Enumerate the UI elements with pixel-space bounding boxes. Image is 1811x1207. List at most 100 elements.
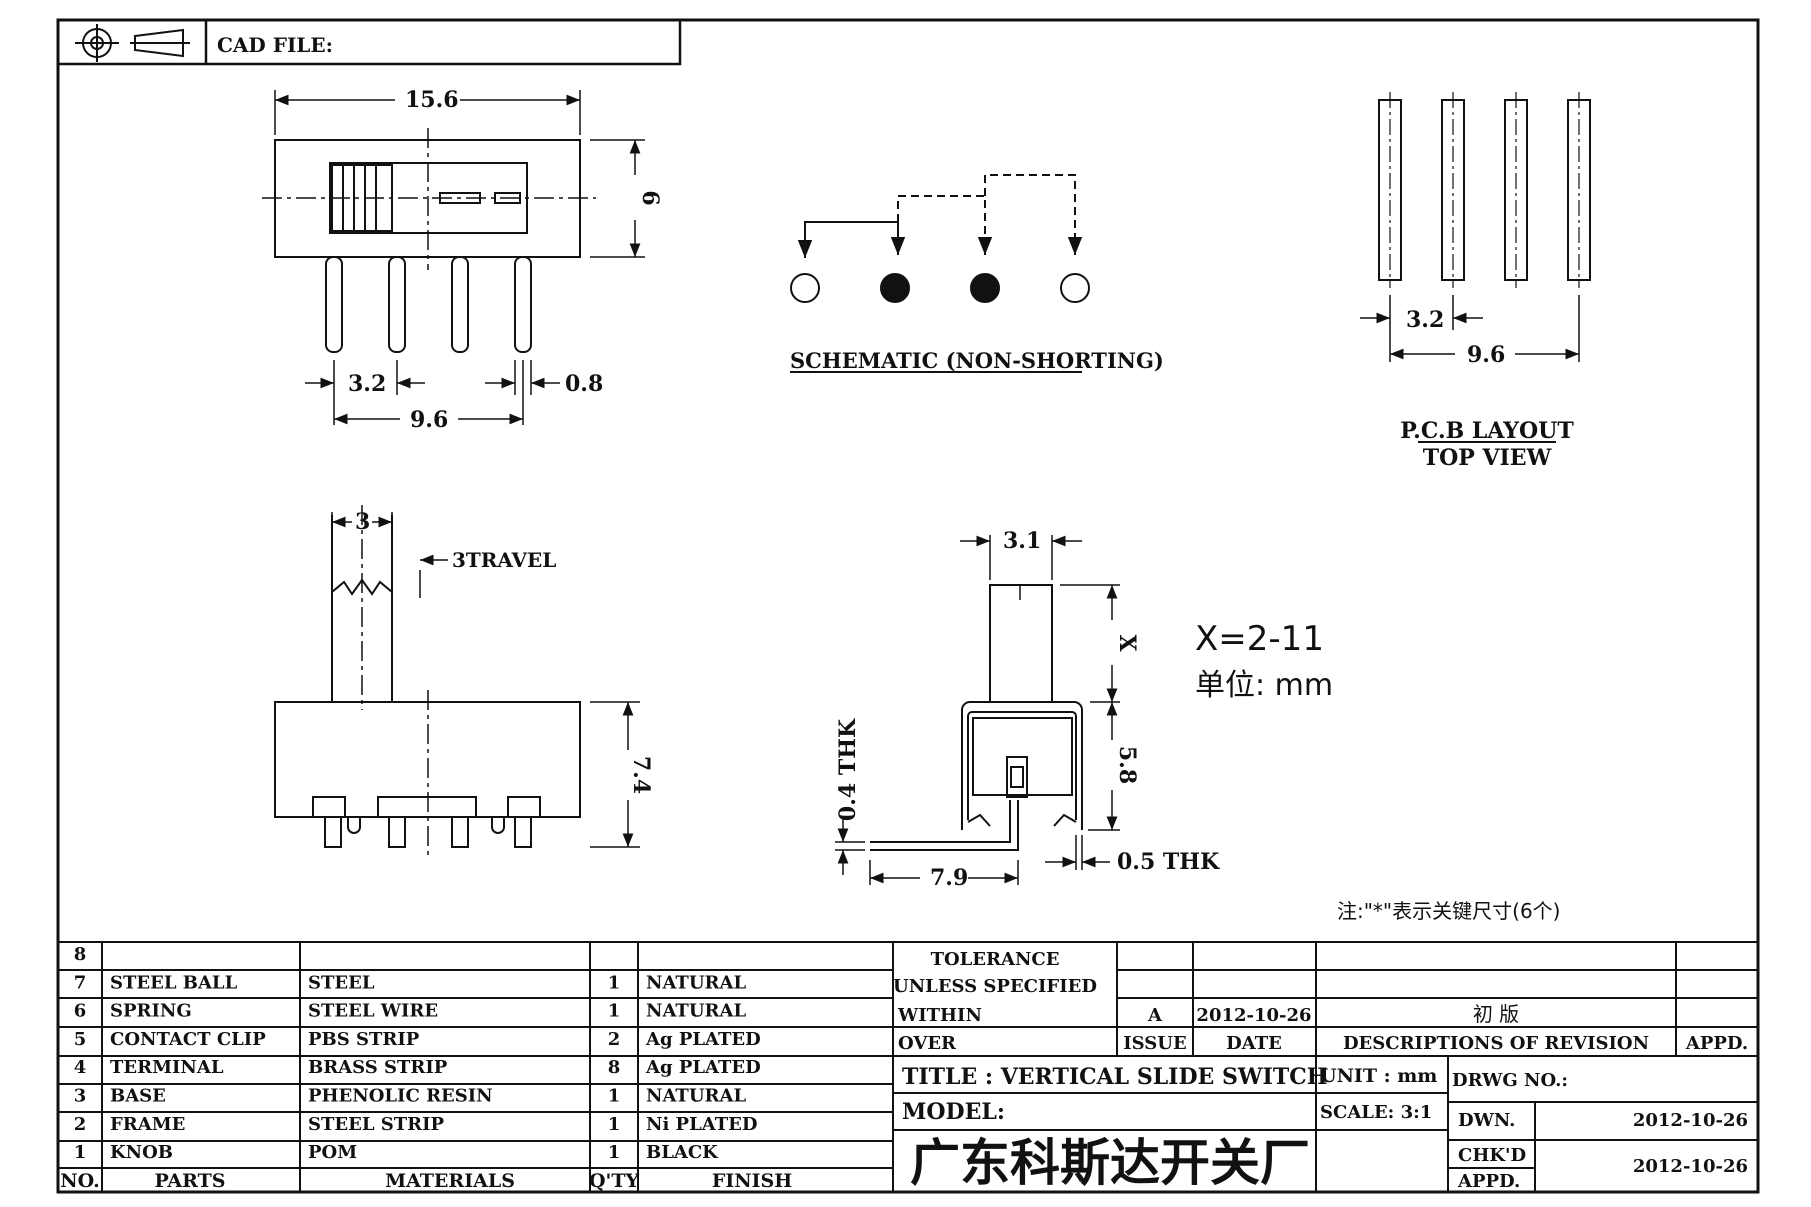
bom-cell-no: 3: [74, 1086, 87, 1107]
x-range-note: X=2-11: [1195, 619, 1324, 659]
dwn-label: DWN.: [1458, 1110, 1515, 1131]
bom-cell-qty: 1: [608, 972, 621, 993]
pcb-dim-pitch-label: 3.2: [1406, 307, 1444, 333]
end-dim-leg-label: 7.9: [930, 865, 968, 891]
bom-cell-qty: 2: [608, 1029, 621, 1050]
bom-cell-finish: BLACK: [646, 1142, 719, 1163]
drawing-title: TITLE : VERTICAL SLIDE SWITCH: [902, 1064, 1328, 1090]
dim-height-label: 6: [637, 190, 663, 205]
dim-span-label: 9.6: [410, 407, 448, 433]
bom-cell-no: 2: [74, 1114, 87, 1135]
bom-cell-finish: Ag PLATED: [645, 1057, 761, 1078]
bom-header-no: NO.: [60, 1170, 99, 1192]
issue-label: ISSUE: [1123, 1033, 1186, 1054]
cad-file-label: CAD FILE:: [217, 33, 333, 57]
model-label: MODEL:: [902, 1099, 1005, 1125]
bom-cell-part: CONTACT CLIP: [110, 1029, 266, 1050]
bom-header-qty: Q'TY: [589, 1170, 640, 1192]
bom-cell-qty: 8: [608, 1057, 621, 1078]
end-dim-x-label: X: [1114, 634, 1140, 652]
dwn-date: 2012-10-26: [1633, 1110, 1748, 1131]
bom-table: [58, 941, 1758, 1192]
end-view: [835, 535, 1120, 885]
bom-header-parts: PARTS: [155, 1170, 226, 1192]
table-row: 3 BASE PHENOLIC RESIN 1 NATURAL: [74, 1086, 747, 1107]
company-name: 广东科斯达开关厂: [910, 1134, 1310, 1192]
unit-field: UNIT : mm: [1320, 1065, 1437, 1087]
end-dim-thk04-label: 0.4 THK: [835, 718, 861, 821]
bom-cell-part: STEEL BALL: [110, 972, 238, 993]
bom-header-row: NO. PARTS MATERIALS Q'TY FINISH: [60, 1170, 792, 1192]
bom-cell-part: KNOB: [110, 1142, 173, 1163]
side-dim-knob-label: 3: [355, 509, 370, 535]
bom-cell-part: FRAME: [110, 1114, 185, 1135]
bom-header-materials: MATERIALS: [385, 1170, 515, 1192]
tolerance-label: TOLERANCE: [931, 949, 1060, 970]
rev-date-value: 2012-10-26: [1196, 1005, 1311, 1026]
bom-cell-no: 5: [74, 1029, 87, 1050]
bom-cell-finish: NATURAL: [646, 1001, 746, 1022]
table-row: 8: [74, 944, 87, 965]
dim-width-label: 15.6: [405, 87, 459, 113]
side-view: [274, 505, 640, 860]
bom-cell-material: BRASS STRIP: [308, 1057, 448, 1078]
bom-cell-qty: 1: [608, 1001, 621, 1022]
bom-cell-material: STEEL WIRE: [308, 1001, 438, 1022]
bom-cell-no: 8: [74, 944, 87, 965]
pcb-dim-span-label: 9.6: [1467, 342, 1505, 368]
bom-cell-part: BASE: [110, 1086, 166, 1107]
end-dim-body-label: 5.8: [1114, 746, 1140, 784]
bom-cell-material: POM: [308, 1142, 357, 1163]
bom-cell-qty: 1: [608, 1142, 621, 1163]
bom-cell-finish: NATURAL: [646, 1086, 746, 1107]
schematic-diagram: [790, 174, 1090, 373]
bom-cell-finish: NATURAL: [646, 972, 746, 993]
bom-cell-material: PHENOLIC RESIN: [308, 1086, 493, 1107]
bom-header-finish: FINISH: [712, 1170, 792, 1192]
header-block: CAD FILE:: [56, 18, 682, 66]
bom-cell-finish: Ag PLATED: [645, 1029, 761, 1050]
bom-cell-no: 1: [74, 1142, 87, 1163]
dim-pitch-label: 3.2: [348, 371, 386, 397]
bom-cell-no: 6: [74, 1001, 87, 1022]
rev-issue-value: A: [1147, 1005, 1163, 1026]
side-dim-height-label: 7.4: [628, 756, 654, 794]
table-row: 5 CONTACT CLIP PBS STRIP 2 Ag PLATED: [74, 1029, 761, 1050]
pcb-layout-subtitle: TOP VIEW: [1423, 445, 1552, 471]
schematic-title: SCHEMATIC (NON-SHORTING): [790, 348, 1164, 373]
bom-cell-qty: 1: [608, 1086, 621, 1107]
end-dim-thk05-label: 0.5 THK: [1117, 849, 1220, 875]
footnote: 注:"*"表示关键尺寸(6个): [1337, 899, 1560, 923]
title-block: [893, 942, 1758, 1192]
descriptions-label: DESCRIPTIONS OF REVISION: [1343, 1033, 1649, 1054]
date-label: DATE: [1226, 1033, 1282, 1054]
top-view: [262, 90, 645, 425]
chkd-label: CHK'D: [1458, 1145, 1526, 1166]
bom-cell-no: 7: [74, 972, 87, 993]
drwg-no-label: DRWG NO.:: [1452, 1070, 1568, 1091]
end-dim-knob-label: 3.1: [1003, 528, 1041, 554]
bom-cell-finish: Ni PLATED: [646, 1114, 757, 1135]
appd-label: APPD.: [1685, 1033, 1748, 1054]
rev-desc-value: 初 版: [1473, 1002, 1519, 1026]
bom-cell-part: TERMINAL: [110, 1057, 224, 1078]
over-label: OVER: [898, 1033, 957, 1054]
scale-field: SCALE: 3:1: [1320, 1102, 1432, 1123]
bom-cell-material: PBS STRIP: [308, 1029, 420, 1050]
side-dim-travel-label: 3TRAVEL: [452, 548, 556, 572]
projection-symbol-icon: [75, 24, 190, 62]
bom-cell-material: STEEL STRIP: [308, 1114, 445, 1135]
appd2-label: APPD.: [1457, 1171, 1520, 1192]
sheet-border: [56, 18, 1760, 1194]
unit-note: 单位: mm: [1195, 668, 1333, 703]
within-label: WITHIN: [897, 1005, 982, 1026]
pcb-layout-title: P.C.B LAYOUT: [1400, 418, 1574, 444]
unless-specified-label: UNLESS SPECIFIED: [893, 976, 1097, 997]
